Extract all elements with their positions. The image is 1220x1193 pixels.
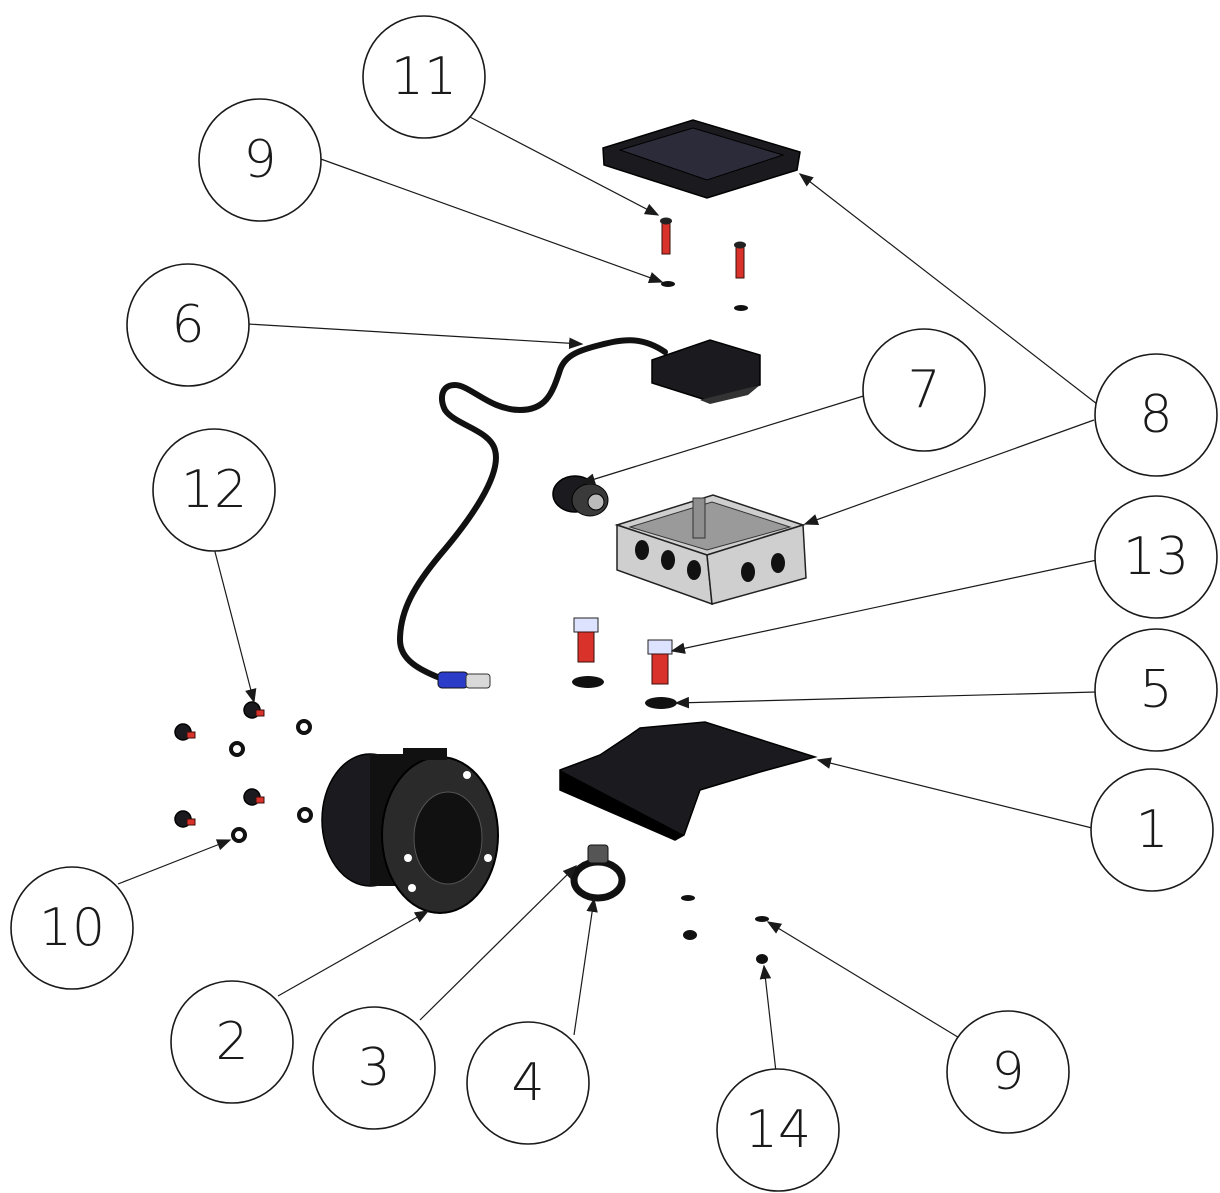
balloon-9-bottom-label: 9 (991, 1042, 1024, 1102)
balloon-10: 10 (10, 866, 134, 990)
balloon-9-top: 9 (198, 98, 322, 222)
part-hex-bolts (573, 617, 673, 685)
part-small-screws (174, 701, 313, 843)
balloon-5: 5 (1094, 628, 1218, 752)
balloon-13-label: 13 (1123, 527, 1189, 587)
balloon-1-label: 1 (1135, 800, 1168, 860)
part-top-washers (661, 281, 748, 311)
balloon-2: 2 (170, 980, 294, 1104)
balloon-6: 6 (126, 263, 250, 387)
balloon-8: 8 (1094, 353, 1218, 477)
balloon-2-label: 2 (215, 1012, 248, 1072)
balloon-4: 4 (466, 1021, 590, 1145)
balloon-7: 7 (862, 328, 986, 452)
balloon-14-label: 14 (745, 1100, 811, 1160)
part-sensor-cable (396, 337, 761, 689)
balloon-1: 1 (1090, 768, 1214, 892)
leader-lines (117, 115, 1098, 1073)
part-rubber-washers (572, 676, 677, 709)
balloon-4-label: 4 (511, 1053, 544, 1113)
part-housing-box (614, 494, 807, 606)
part-lid (602, 119, 801, 199)
part-bracket-plate (559, 721, 818, 841)
balloon-10-label: 10 (39, 898, 105, 958)
balloon-3-label: 3 (357, 1038, 390, 1098)
balloon-8-label: 8 (1139, 385, 1172, 445)
balloon-11: 11 (362, 15, 486, 139)
balloon-12-label: 12 (181, 460, 247, 520)
balloon-13: 13 (1094, 495, 1218, 619)
part-top-bolts (660, 217, 746, 279)
part-flange-tube (321, 748, 499, 914)
balloon-3: 3 (312, 1006, 436, 1130)
balloon-9-bottom: 9 (946, 1010, 1070, 1134)
balloon-11-label: 11 (391, 47, 457, 107)
balloon-5-label: 5 (1139, 660, 1172, 720)
balloon-12: 12 (152, 428, 276, 552)
part-clamp (570, 844, 626, 902)
part-cable-gland (552, 475, 609, 517)
balloon-6-label: 6 (171, 295, 204, 355)
balloon-7-label: 7 (907, 360, 940, 420)
balloon-9-top-label: 9 (243, 130, 276, 190)
balloon-14: 14 (716, 1068, 840, 1192)
part-bottom-fasteners (681, 895, 769, 964)
